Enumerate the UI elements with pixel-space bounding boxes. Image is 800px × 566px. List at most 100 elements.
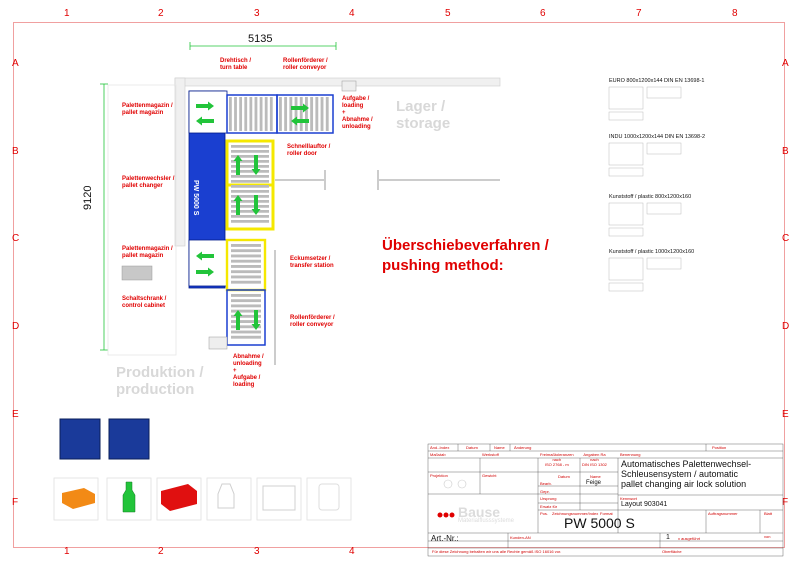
label-transfer-station: Eckumsetzer / transfer station (290, 256, 334, 269)
label-turn-table: Drehtisch / turn table (220, 58, 252, 71)
tb-customer: Kunden-AN (510, 535, 531, 540)
roller (231, 294, 261, 297)
pallet-label: Kunststoff / plastic 1000x1200x160 (609, 249, 695, 255)
tb-rights: Für diese Zeichnung behalten wir uns all… (432, 549, 562, 554)
column-number: 3 (254, 8, 260, 19)
roller (231, 244, 261, 247)
flow-arrow (251, 310, 261, 330)
roller (231, 299, 261, 303)
row-letter: D (782, 321, 790, 332)
roller (289, 97, 293, 131)
roller (231, 175, 269, 178)
roller (231, 160, 269, 163)
roller (231, 215, 269, 218)
label-storage: Lager / storage (396, 98, 451, 132)
tb-sheet: Blatt (764, 511, 773, 516)
label-roller-conveyor-bottom: Rollenförderer / roller conveyor (290, 315, 335, 328)
flow-arrow (196, 251, 214, 261)
column-number: 1 (64, 546, 70, 557)
roller (231, 155, 269, 158)
row-letter: D (12, 321, 20, 332)
roller (231, 165, 269, 168)
roller (231, 314, 261, 318)
pallet-label: EURO 800x1200x144 DIN EN 13698-1 (609, 78, 705, 84)
flow-arrow (251, 195, 261, 215)
column-number: 6 (540, 8, 546, 19)
roller (325, 97, 329, 131)
tb-header-date: Datum (466, 445, 478, 450)
row-letter: C (12, 233, 20, 244)
flow-arrow (233, 155, 243, 175)
drawing-frame (13, 22, 785, 548)
roller (279, 97, 282, 131)
roller (264, 97, 268, 131)
roller (231, 210, 269, 213)
tb-origin: Ursprung (540, 496, 557, 501)
row-letter: E (12, 409, 19, 420)
column-number: 3 (254, 546, 260, 557)
row-letter: B (12, 146, 19, 157)
roller (231, 270, 261, 274)
roller (231, 265, 261, 268)
tb-company: Bause (458, 504, 501, 520)
label-pallet-changer: Palettenwechsler / pallet changer (122, 176, 175, 189)
label-pallet-magazin-top: Palettenmagazin / pallet magazin (122, 103, 173, 116)
row-letter: F (12, 497, 19, 508)
row-letter: A (782, 58, 789, 69)
tb-header-position: Position (712, 445, 727, 450)
roller (231, 205, 269, 208)
tb-projection: Projektion (430, 473, 448, 478)
roller (231, 170, 269, 173)
roller (231, 320, 261, 323)
tb-executed: x ausgeführt (678, 536, 701, 541)
row-letter: E (782, 409, 789, 420)
roller (229, 97, 232, 131)
flow-arrow (196, 116, 214, 126)
roller (231, 309, 261, 313)
column-number: 1 (64, 8, 70, 19)
tb-keyword: Kennwort (620, 496, 637, 501)
roller (305, 97, 308, 131)
tb-surface: Oberfläche (662, 549, 682, 554)
roller (315, 97, 319, 131)
column-number: 2 (158, 8, 164, 19)
row-letter: C (782, 233, 790, 244)
label-control-cabinet: Schaltschrank / control cabinet (122, 296, 167, 309)
roller (231, 259, 261, 263)
roller (249, 97, 253, 131)
column-number: 4 (349, 8, 355, 19)
roller (294, 97, 298, 131)
roller (310, 97, 314, 131)
tb-company-sub: Materialflusssysteme (458, 518, 515, 524)
roller (269, 97, 273, 131)
tb-tolerances: Freimaßtoleranzen nach ISO 2768 - m (540, 452, 574, 467)
tb-article-label: Art.-Nr.: (431, 534, 459, 543)
tb-checked: Gepr. (540, 489, 550, 494)
roller (231, 275, 261, 279)
label-roller-conveyor-top: Rollenförderer / roller conveyor (283, 58, 328, 71)
tb-header-index: Änd.-Index (430, 445, 450, 450)
flow-arrow (196, 101, 214, 111)
roller (239, 97, 243, 131)
roller (231, 190, 269, 193)
roller (320, 97, 324, 131)
roller (231, 335, 261, 339)
method-title: Überschiebeverfahren / pushing method: (382, 237, 549, 274)
column-number: 8 (732, 8, 738, 19)
roller (244, 97, 248, 131)
tb-drawn-by: Feige (586, 480, 602, 486)
roller (299, 97, 303, 131)
label-loading-unloading-top: Aufgabe / loading + Abnahme / unloading (342, 96, 373, 130)
roller (231, 325, 261, 329)
tb-date: Datum (558, 474, 570, 479)
tb-order-number: Auftragsnummer (708, 511, 738, 516)
roller (231, 150, 269, 153)
tb-drawn: Bearb. (540, 481, 552, 486)
roller (231, 185, 269, 188)
row-letter: B (782, 146, 789, 157)
